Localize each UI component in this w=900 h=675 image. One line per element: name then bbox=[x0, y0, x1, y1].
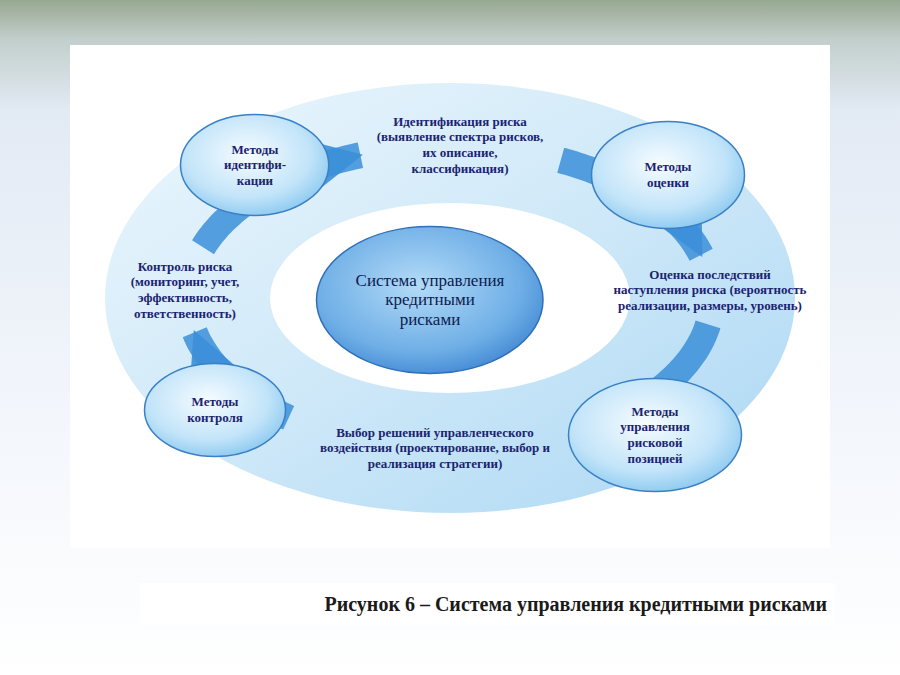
ellipse-shape bbox=[592, 122, 745, 229]
text-group: Контроль риска (мониторинг, учет, эффект… bbox=[110, 259, 260, 321]
text-group: Методы идентифи- кации bbox=[207, 142, 303, 189]
ellipse-shape bbox=[569, 379, 742, 492]
cycle-stage: Контроль риска (мониторинг, учет, эффект… bbox=[106, 256, 264, 324]
method-ellipse: Методы оценки bbox=[590, 120, 746, 230]
node-label: Методы контроля bbox=[170, 394, 260, 425]
stage-text: Выбор решений управленческого воздействи… bbox=[303, 425, 568, 472]
stage-text: Оценка последствий наступления риска (ве… bbox=[613, 267, 808, 314]
cycle-stage: Выбор решений управленческого воздействи… bbox=[299, 422, 572, 475]
panel bbox=[70, 45, 830, 548]
central-ellipse: Система управления кредитными рисками bbox=[315, 225, 545, 375]
cycle-stage: Идентификация риска (выявление спектра р… bbox=[369, 111, 552, 179]
ellipse-shape bbox=[145, 364, 286, 457]
text-group: Методы контроля bbox=[170, 394, 260, 425]
node-label: Методы управления рисковой позицией bbox=[600, 404, 710, 466]
text-group: Система управления кредитными рисками bbox=[355, 271, 505, 330]
ellipse-shape bbox=[317, 227, 544, 374]
ellipse-shape bbox=[181, 115, 329, 216]
text-group: Методы управления рисковой позицией bbox=[600, 404, 710, 466]
caption-box: Рисунок 6 – Система управления кредитным… bbox=[140, 583, 835, 625]
method-ellipse: Методы управления рисковой позицией bbox=[567, 377, 743, 493]
node-label: Методы оценки bbox=[623, 159, 713, 190]
method-ellipse: Методы идентифи- кации bbox=[179, 113, 330, 217]
text-group: Выбор решений управленческого воздействи… bbox=[303, 425, 568, 472]
node-label: Методы идентифи- кации bbox=[207, 142, 303, 189]
text-group: Идентификация риска (выявление спектра р… bbox=[373, 114, 548, 176]
node-label: Система управления кредитными рисками bbox=[355, 271, 505, 330]
figure-caption: Рисунок 6 – Система управления кредитным… bbox=[325, 593, 835, 616]
text-group: Оценка последствий наступления риска (ве… bbox=[613, 267, 808, 314]
method-ellipse: Методы контроля bbox=[143, 362, 287, 458]
stage-text: Контроль риска (мониторинг, учет, эффект… bbox=[110, 259, 260, 321]
text-group: Методы оценки bbox=[623, 159, 713, 190]
stage-text: Идентификация риска (выявление спектра р… bbox=[373, 114, 548, 176]
cycle-stage: Оценка последствий наступления риска (ве… bbox=[609, 264, 812, 317]
